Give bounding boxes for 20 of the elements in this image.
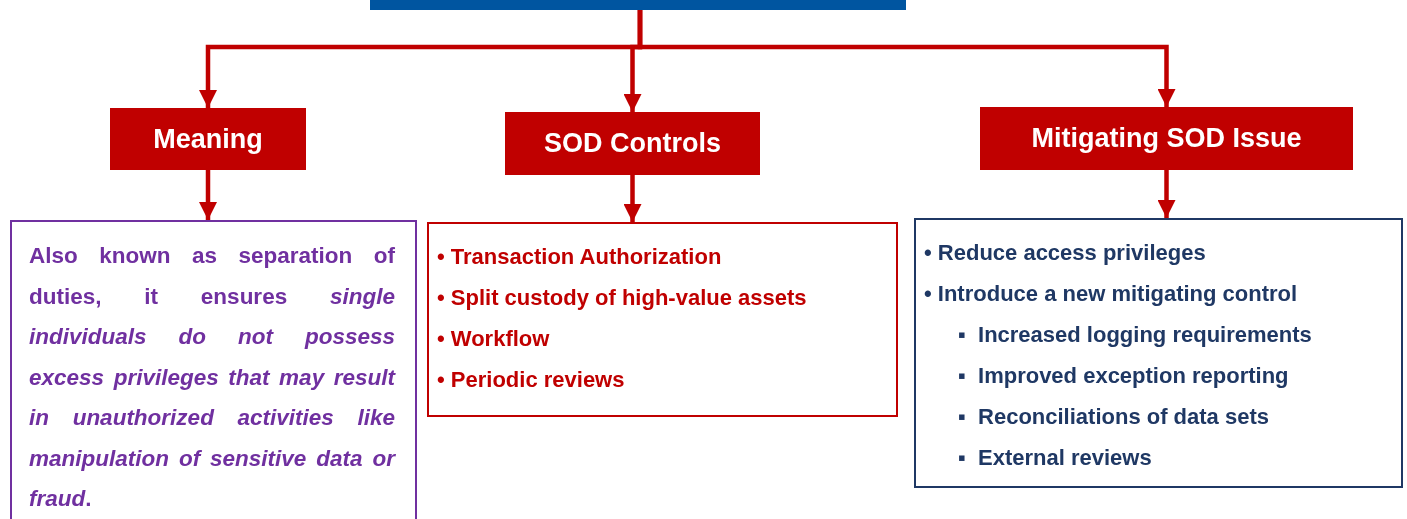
list-item: • Introduce a new mitigating control [924,280,1299,308]
list-box [914,218,1403,488]
heading-box: Mitigating SOD Issue [980,107,1353,170]
list-item: • Periodic reviews [437,366,626,394]
arrow [1157,170,1176,218]
heading-box: SOD Controls [505,112,760,175]
arrow [623,175,642,222]
list-item: ▪ Reconciliations of data sets [958,403,1270,431]
list-item: ▪ External reviews [958,444,1153,472]
list-item: • Split custody of high-value assets [437,284,808,312]
heading-box: Meaning [110,108,306,170]
list-box [427,222,898,417]
list-item: • Transaction Authorization [437,243,723,271]
list-item: • Reduce access privileges [924,239,1207,267]
text-box: Also known as separation of duties, it ensures single individuals do not possess excess privileges that may result in unauthorized activities like manipulation of sensitive data or fraud. [10,220,417,519]
list-item: ▪ Increased logging requirements [958,321,1313,349]
list-item: • Workflow [437,325,551,353]
list-item: ▪ Improved exception reporting [958,362,1290,390]
arrow [637,10,1176,107]
arrow [199,170,217,220]
